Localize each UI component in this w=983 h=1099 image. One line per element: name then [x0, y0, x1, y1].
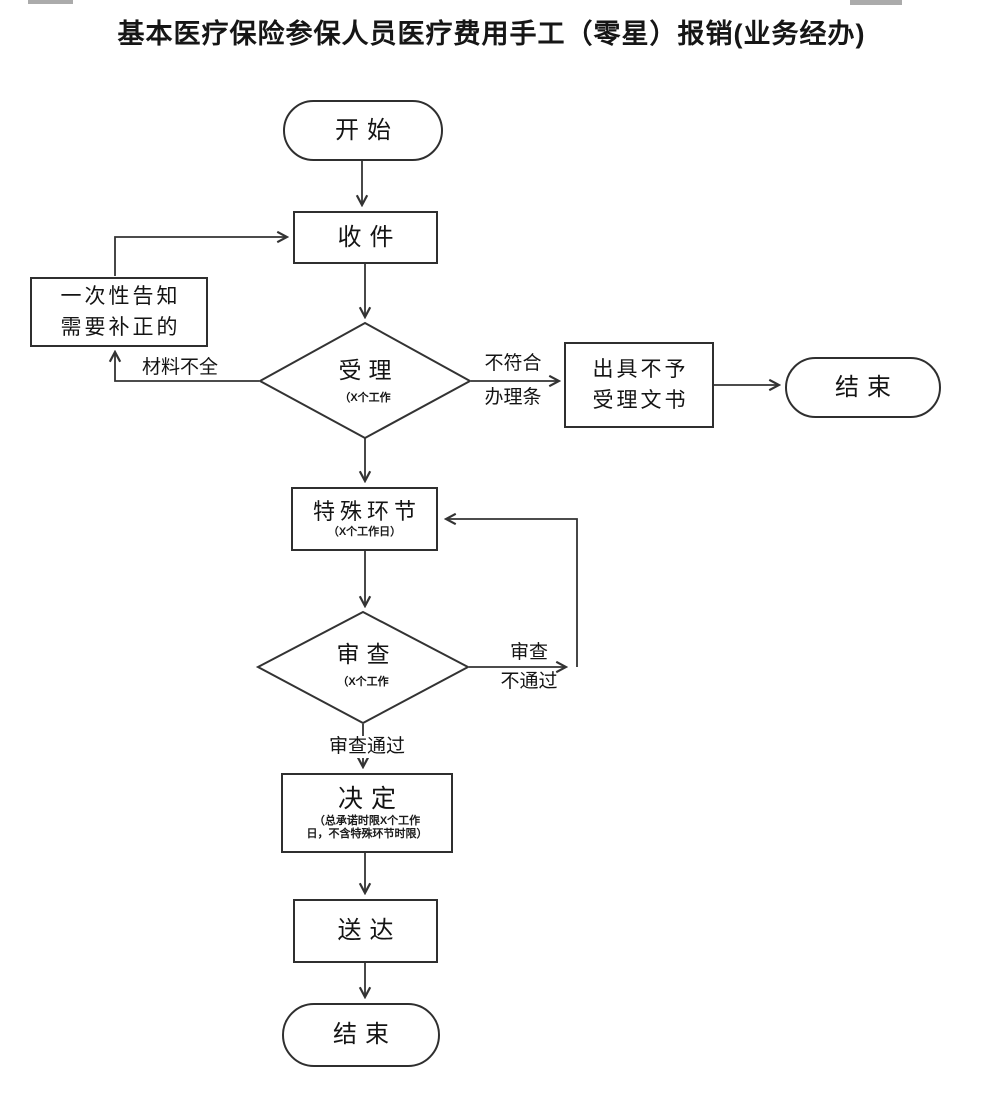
- edge-loop-special: [446, 519, 578, 667]
- node-start: 开始: [283, 100, 443, 161]
- node-review-label: 审查: [336, 641, 397, 667]
- edge-accept-notify: [115, 352, 259, 382]
- node-end-bottom-label: 结束: [333, 1021, 397, 1049]
- node-reject-line2: 受理文书: [592, 389, 689, 412]
- top-right-mark: [850, 0, 902, 5]
- node-accept-label: 受理: [338, 357, 399, 383]
- edge-label-review-fail-line1: 审查: [509, 642, 548, 663]
- node-decide: 决定 （总承诺时限X个工作 日，不含特殊环节时限）: [281, 773, 453, 853]
- node-notify-correction: 一次性告知 需要补正的: [30, 277, 208, 347]
- node-start-label: 开始: [335, 116, 399, 144]
- node-special-step: 特殊环节 （X个工作日）: [291, 487, 438, 551]
- node-notify-line2: 需要补正的: [60, 316, 181, 339]
- node-receive-label: 收件: [337, 223, 402, 251]
- node-review-sub: （X个工作: [337, 676, 389, 688]
- node-reject-document: 出具不予 受理文书: [564, 342, 714, 428]
- review-diamond-shape: [255, 610, 471, 725]
- accept-diamond-shape: [257, 321, 473, 440]
- edge-label-not-conform-line2: 办理条: [484, 387, 542, 408]
- node-special-label: 特殊环节: [312, 498, 421, 524]
- node-notify-line1: 一次性告知: [60, 285, 181, 308]
- page-title: 基本医疗保险参保人员医疗费用手工（零星）报销(业务经办): [117, 19, 866, 49]
- edge-label-review-pass: 审查通过: [325, 736, 409, 758]
- node-decide-sub2: 日，不含特殊环节时限）: [306, 828, 428, 841]
- node-end-right-label: 结束: [835, 373, 899, 401]
- edge-notify-receive: [114, 237, 287, 276]
- node-decide-label: 决定: [337, 784, 404, 813]
- top-left-mark: [28, 0, 73, 4]
- node-end-right: 结束: [785, 357, 941, 418]
- edge-label-not-conform-line1: 不符合: [484, 353, 542, 374]
- node-decide-sub1: （总承诺时限X个工作: [313, 815, 421, 828]
- node-deliver-label: 送达: [337, 917, 402, 945]
- node-receive: 收件: [293, 211, 438, 264]
- node-deliver: 送达: [293, 899, 438, 963]
- node-end-bottom: 结束: [282, 1003, 440, 1067]
- node-accept-sub: （X个工作: [339, 392, 391, 404]
- node-reject-line1: 出具不予: [592, 358, 689, 381]
- node-special-sub: （X个工作日）: [327, 526, 402, 539]
- edge-label-review-fail-line2: 不通过: [500, 671, 558, 692]
- edge-label-materials-incomplete: 材料不全: [141, 357, 218, 378]
